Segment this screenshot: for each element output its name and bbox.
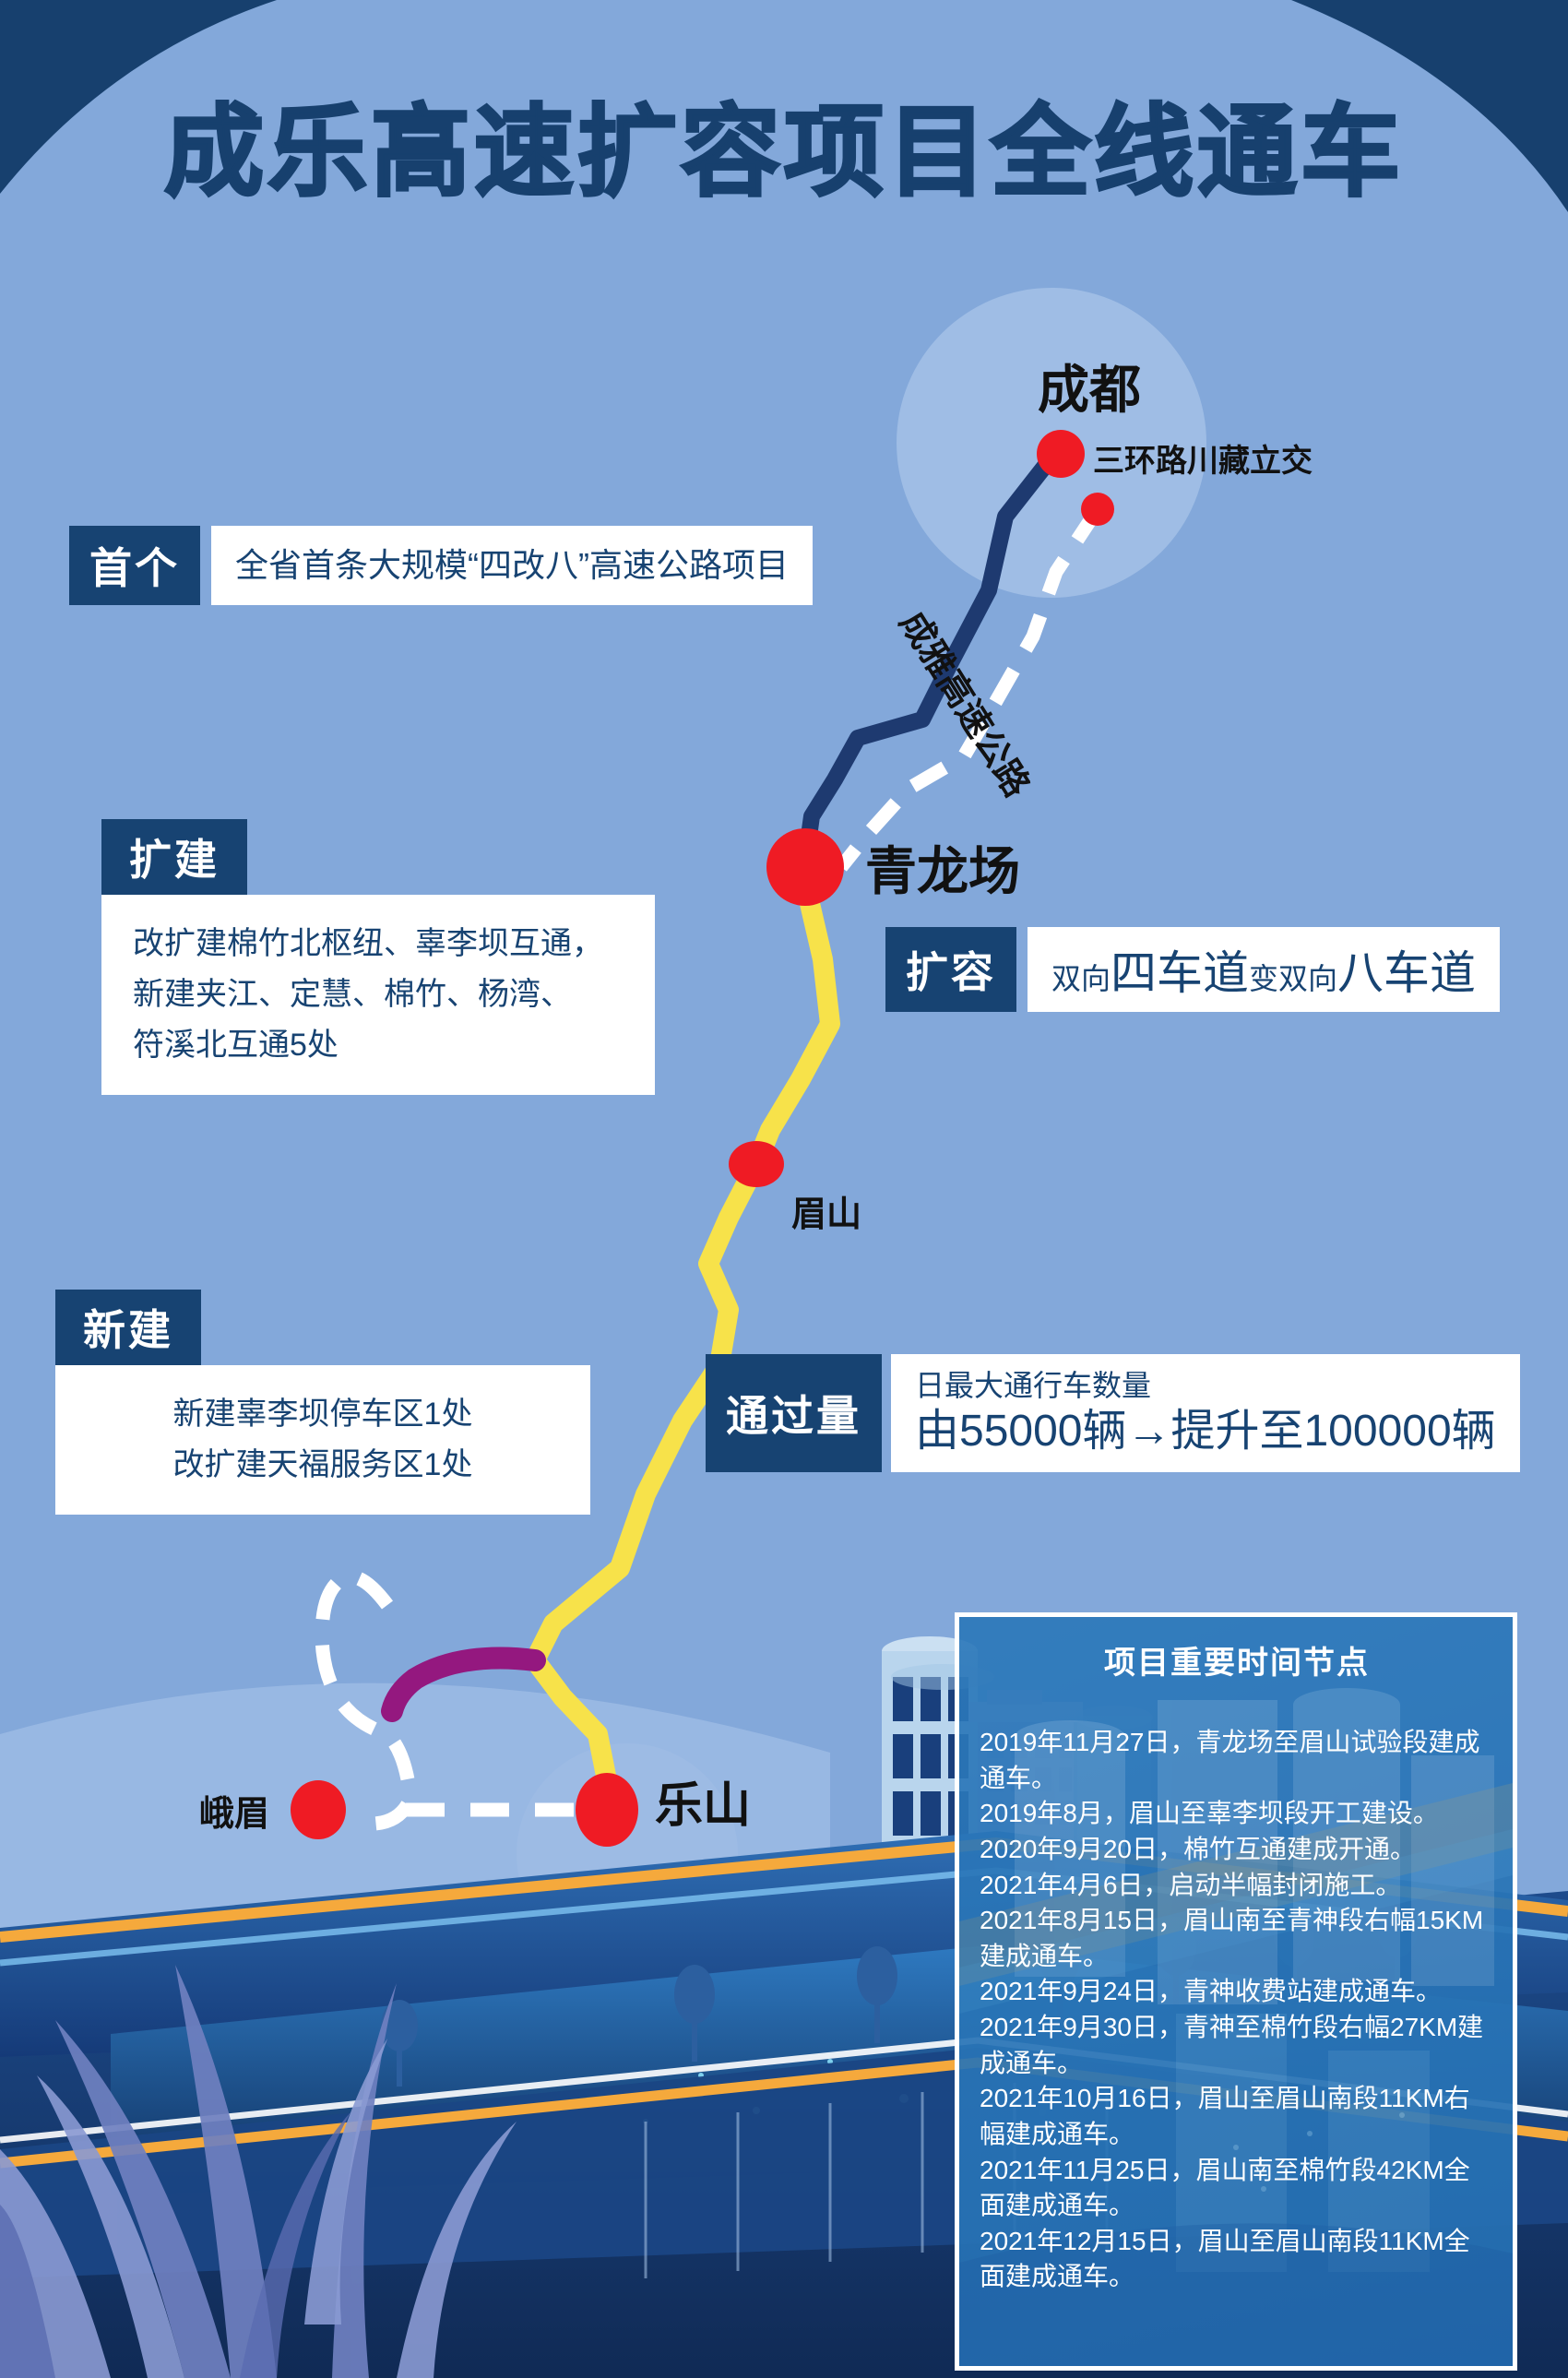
- timeline-entry: 2020年9月20日，棉竹互通建成开通。: [980, 1834, 1417, 1863]
- box-new-build: 新建 新建辜李坝停车区1处 改扩建天福服务区1处: [55, 1290, 590, 1516]
- map-label-chengdu: 成都: [1038, 361, 1141, 421]
- box-capacity-part-3: 变双向: [1249, 962, 1338, 995]
- box-expand-build: 扩建 改扩建棉竹北枢纽、辜李坝互通， 新建夹江、定慧、棉竹、杨湾、 符溪北互通5…: [101, 819, 655, 1096]
- box-capacity-part-2: 四车道: [1111, 947, 1250, 999]
- box-new-build-line-2: 改扩建天福服务区1处: [172, 1447, 473, 1483]
- timeline-title: 项目重要时间节点: [1104, 1646, 1370, 1681]
- box-expand-build-line-1: 改扩建棉竹北枢纽、辜李坝互通，: [133, 926, 603, 961]
- box-throughput-panel: 日最大通行车数量 由55000辆→提升至100000辆: [891, 1354, 1520, 1472]
- box-first-panel: 全省首条大规模“四改八”高速公路项目: [211, 526, 813, 605]
- timeline-card: 项目重要时间节点 2019年11月27日，青龙场至眉山试验段建成通车。 2019…: [955, 1612, 1517, 2371]
- box-new-build-panel: 新建辜李坝停车区1处 改扩建天福服务区1处: [55, 1365, 590, 1516]
- map-label-leshan: 乐山: [655, 1778, 752, 1834]
- box-throughput: 通过量 日最大通行车数量 由55000辆→提升至100000辆: [706, 1354, 1520, 1472]
- timeline-entry: 2021年11月25日，眉山南至棉竹段42KM全面建成通车。: [980, 2155, 1470, 2220]
- box-first-tag: 首个: [69, 526, 200, 605]
- timeline-list: 2019年11月27日，青龙场至眉山试验段建成通车。 2019年8月，眉山至辜李…: [980, 1725, 1494, 2295]
- box-first-text: 全省首条大规模“四改八”高速公路项目: [235, 546, 789, 585]
- map-label-chengya-expressway: 成雅高速公路: [892, 603, 1039, 804]
- box-capacity-part-4: 八车道: [1337, 947, 1477, 999]
- box-first: 首个 全省首条大规模“四改八”高速公路项目: [69, 526, 813, 605]
- box-throughput-tag: 通过量: [706, 1354, 882, 1472]
- box-capacity-part-1: 双向: [1051, 962, 1111, 995]
- box-capacity-panel: 双向 四车道 变双向 八车道: [1028, 927, 1501, 1012]
- box-new-build-tag: 新建: [55, 1290, 201, 1365]
- timeline-entry: 2021年4月6日，启动半幅封闭施工。: [980, 1870, 1402, 1899]
- timeline-entry: 2021年9月30日，青神至棉竹段右幅27KM建成通车。: [980, 2013, 1484, 2077]
- timeline-entry: 2021年10月16日，眉山至眉山南段11KM右幅建成通车。: [980, 2084, 1470, 2148]
- box-capacity-tag: 扩容: [885, 927, 1016, 1012]
- box-throughput-line-1: 日最大通行车数量: [915, 1369, 1152, 1402]
- box-new-build-line-1: 新建辜李坝停车区1处: [172, 1397, 473, 1432]
- box-expand-build-panel: 改扩建棉竹北枢纽、辜李坝互通， 新建夹江、定慧、棉竹、杨湾、 符溪北互通5处: [101, 895, 655, 1096]
- timeline-entry: 2021年8月15日，眉山南至青神段右幅15KM建成通车。: [980, 1906, 1484, 1970]
- box-throughput-line-2: 由55000辆→提升至100000辆: [915, 1407, 1496, 1456]
- timeline-entry: 2021年12月15日，眉山至眉山南段11KM全面建成通车。: [980, 2226, 1470, 2291]
- box-expand-build-line-2: 新建夹江、定慧、棉竹、杨湾、: [133, 977, 572, 1013]
- map-label-emei: 峨眉: [199, 1793, 270, 1834]
- map-label-qinglongchang: 青龙场: [865, 842, 1020, 902]
- map-label-meishan: 眉山: [791, 1194, 862, 1234]
- box-expand-build-tag: 扩建: [101, 819, 247, 895]
- box-expand-build-line-3: 符溪北互通5处: [133, 1028, 339, 1064]
- timeline-entry: 2021年9月24日，青神收费站建成通车。: [980, 1977, 1443, 2006]
- timeline-entry: 2019年11月27日，青龙场至眉山试验段建成通车。: [980, 1728, 1480, 1792]
- timeline-entry: 2019年8月，眉山至辜李坝段开工建设。: [980, 1799, 1439, 1828]
- box-capacity: 扩容 双向 四车道 变双向 八车道: [885, 927, 1501, 1012]
- page-title: 成乐高速扩容项目全线通车: [162, 95, 1404, 210]
- map-label-sanhuanlu-chuanzang-interchange: 三环路川藏立交: [1093, 443, 1313, 480]
